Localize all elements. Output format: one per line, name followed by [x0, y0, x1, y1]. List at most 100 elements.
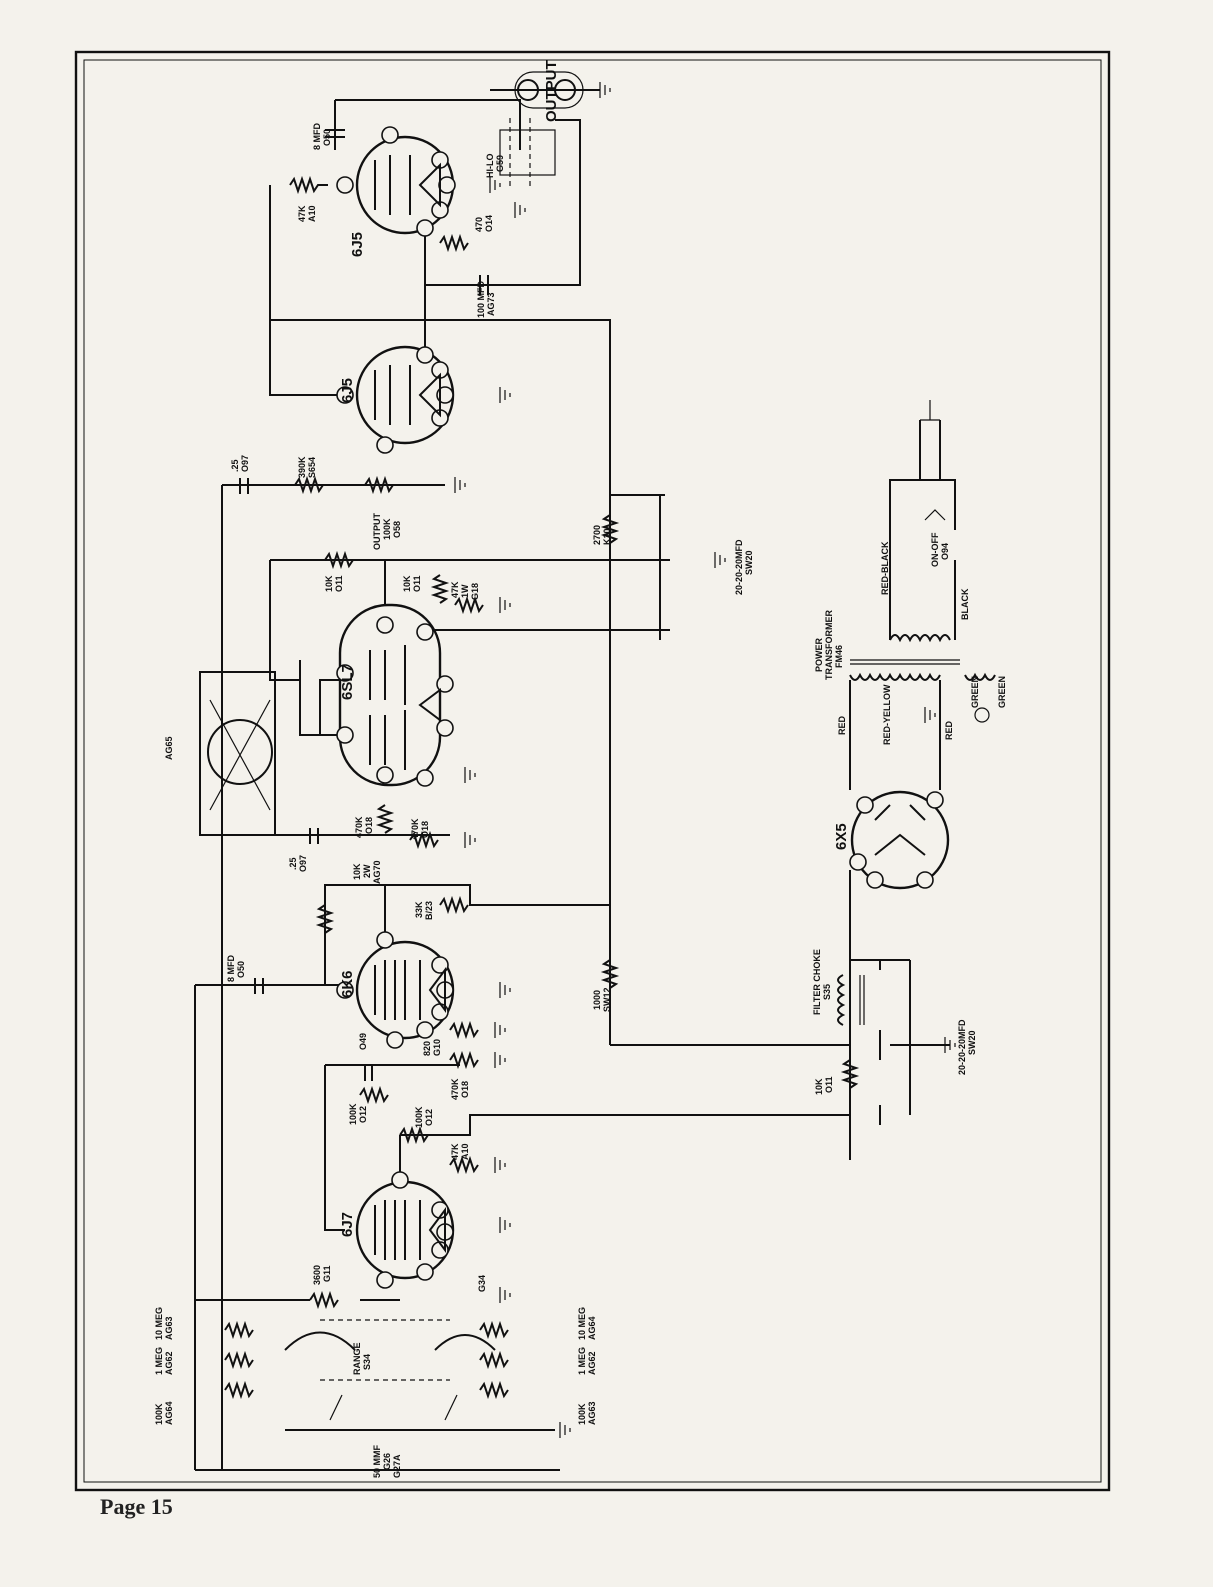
- tube-label-6sl7: 6SL7: [339, 664, 356, 700]
- power-transformer-label-2: TRANSFORMER: [824, 610, 834, 680]
- r47k-a10-b-code: A10: [307, 205, 317, 222]
- hilo-switch-code: G59: [495, 155, 505, 172]
- res-range-right-2-value: 1 MEG: [577, 1347, 587, 1375]
- wire-green-2: GREEN: [997, 676, 1007, 708]
- r3600-value: 3600: [312, 1265, 322, 1285]
- frame-outer: [74, 50, 1111, 1492]
- range-switch-label: RANGE: [352, 1342, 362, 1375]
- g34-code: G34: [477, 1275, 487, 1292]
- r10k-o11-b-code: O11: [412, 575, 422, 592]
- tube-electrodes: [369, 155, 926, 1260]
- res-range-left-1-code: AG64: [164, 1401, 174, 1425]
- r100k-o12-a-value: 100K: [348, 1103, 358, 1125]
- wire-red-2: RED: [944, 720, 954, 740]
- r10k-2w-rating: 2W: [362, 864, 372, 878]
- tube-label-6x5: 6X5: [833, 823, 850, 850]
- r470k-o18-c-value: 470K: [410, 818, 420, 840]
- resistors: [224, 175, 860, 1400]
- filter-choke-code: S35: [822, 984, 832, 1000]
- res-range-left-1-value: 100K: [154, 1403, 164, 1425]
- c25-a-value: .25: [288, 857, 298, 870]
- r470k-o18-c-code: O18: [420, 821, 430, 838]
- res-range-left-3-code: AG63: [164, 1316, 174, 1340]
- c100mfd-code: AG73: [486, 292, 496, 316]
- wire-red-black: RED-BLACK: [880, 541, 890, 595]
- wire-green-1: GREEN: [970, 676, 980, 708]
- c8mfd-b-value: 8 MFD: [312, 122, 322, 150]
- r1000-value: 1000: [592, 990, 602, 1010]
- frame-inner: [83, 59, 1102, 1483]
- r100k-o12-b-value: 100K: [414, 1106, 424, 1128]
- r47k-a10-b-value: 47K: [297, 205, 307, 222]
- filter-cap-a-code: SW20: [744, 550, 754, 575]
- r100k-o12-a-code: O12: [358, 1106, 368, 1123]
- r470-o14-code: O14: [484, 215, 494, 232]
- c25-b-value: .25: [230, 459, 240, 472]
- c8mfd-a-code: O50: [236, 961, 246, 978]
- r10k-2w-code: AG70: [372, 860, 382, 884]
- chopper-code: AG65: [164, 736, 174, 760]
- cap-50mmf-code-b: G27A: [392, 1454, 402, 1478]
- wire-black: BLACK: [960, 588, 970, 620]
- tube-envelopes: [338, 135, 950, 1280]
- r47k-a10-a-value: 47K: [450, 1143, 460, 1160]
- switch-shapes: [207, 71, 990, 1421]
- r10k-o11-a-value: 10K: [324, 575, 334, 592]
- r390k-value: 390K: [297, 456, 307, 478]
- res-range-right-1-value: 100K: [577, 1403, 587, 1425]
- r33k-code: B/23: [424, 901, 434, 920]
- tube-label-6j5-b: 6J5: [349, 232, 366, 257]
- r10k-o11-a-code: O11: [334, 575, 344, 592]
- r33k-value: 33K: [414, 901, 424, 918]
- res-range-right-3-value: 10 MEG: [577, 1307, 587, 1340]
- output-jack-label: OUTPUT: [543, 60, 560, 122]
- pot-output-code: O58: [392, 521, 402, 538]
- r10k-o11-c-value: 10K: [814, 1078, 824, 1095]
- r470k-o18-a-code: O18: [460, 1081, 470, 1098]
- r820-value: 820: [422, 1041, 432, 1056]
- r47k-a10-a-code: A10: [460, 1143, 470, 1160]
- r820-code: G10: [432, 1039, 442, 1056]
- r47k-1w-code: G18: [470, 583, 480, 600]
- r10k-o11-c-code: O11: [824, 1076, 834, 1093]
- filter-cap-a-value: 20-20-20MFD: [734, 539, 744, 595]
- res-range-left-3-value: 10 MEG: [154, 1307, 164, 1340]
- c049-code: O49: [358, 1033, 368, 1050]
- hilo-switch-label: HI-LO: [485, 154, 495, 179]
- filter-cap-b-code: SW20: [967, 1030, 977, 1055]
- res-range-left-2-code: AG62: [164, 1351, 174, 1375]
- res-range-left-2-value: 1 MEG: [154, 1347, 164, 1375]
- r10k-o11-b-value: 10K: [402, 575, 412, 592]
- tube-label-6j7: 6J7: [339, 1212, 356, 1237]
- power-transformer-label-1: POWER: [814, 637, 824, 672]
- filter-cap-b-value: 20-20-20MFD: [957, 1019, 967, 1075]
- c8mfd-b-code: O50: [322, 129, 332, 146]
- tube-label-6j5-a: 6J5: [339, 378, 356, 403]
- range-switch-code: S34: [362, 1354, 372, 1370]
- r2700-value: 2700: [592, 525, 602, 545]
- r47k-1w-rating: 1W: [460, 584, 470, 598]
- r1000-code: SW12: [602, 987, 612, 1012]
- r2700-code: K10: [602, 528, 612, 545]
- pot-output-label: OUTPUT: [372, 513, 382, 551]
- filter-choke-label: FILTER CHOKE: [812, 949, 822, 1015]
- wiring: [194, 89, 956, 1471]
- on-off-code: O94: [940, 543, 950, 560]
- wire-red-yellow: RED-YELLOW: [882, 684, 892, 745]
- c100mfd-value: 100 MFD: [476, 280, 486, 318]
- pot-output-value: 100K: [382, 518, 392, 540]
- ground-symbols: [454, 82, 956, 1438]
- capacitors: [239, 120, 881, 1125]
- wire-red-1: RED: [837, 715, 847, 735]
- c25-b-code: O97: [240, 455, 250, 472]
- r470-o14-value: 470: [474, 217, 484, 232]
- c25-a-code: O97: [298, 855, 308, 872]
- r3600-code: G11: [322, 1265, 332, 1282]
- res-range-right-3-code: AG64: [587, 1316, 597, 1340]
- on-off-label: ON-OFF: [930, 532, 940, 567]
- res-range-right-1-code: AG63: [587, 1401, 597, 1425]
- r100k-o12-b-code: O12: [424, 1109, 434, 1126]
- tube-label-6k6: 6K6: [339, 970, 356, 998]
- cap-50mmf-value: 50 MMF: [372, 1444, 382, 1478]
